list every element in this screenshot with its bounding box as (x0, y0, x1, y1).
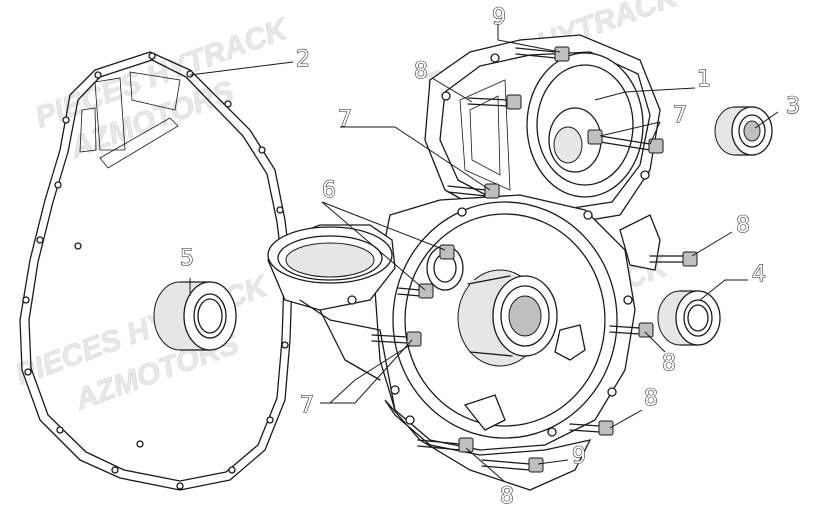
bolt-8-top (467, 94, 522, 110)
callout-8-bottom: 8 (500, 484, 514, 509)
bolt-7-left (371, 331, 422, 347)
callout-8-top: 8 (414, 59, 428, 84)
callouts: 1 2 3 4 5 6 7 7 7 8 8 8 8 8 9 9 (179, 4, 800, 509)
callout-3: 3 (786, 94, 800, 119)
callout-7-top: 7 (338, 107, 352, 132)
bolt-7-upper-right (587, 129, 664, 154)
callout-6: 6 (322, 178, 336, 203)
callout-8-right-low: 8 (644, 386, 658, 411)
callout-9-top: 9 (492, 5, 506, 30)
callout-2: 2 (296, 47, 310, 72)
bolt-9-top (515, 46, 570, 62)
bolt-8-right-low (569, 420, 614, 436)
bolt-8-bottom (417, 437, 474, 453)
callout-5: 5 (180, 246, 194, 271)
callout-8-right-upper: 8 (736, 213, 750, 238)
callout-7-right: 7 (673, 103, 687, 128)
bolt-8-right-mid (609, 322, 654, 338)
callout-9-bottom: 9 (572, 444, 586, 469)
bearing-part-3 (714, 106, 773, 156)
bolts (371, 46, 698, 473)
callout-4: 4 (752, 262, 766, 287)
gasket-part (19, 51, 293, 491)
seal-part-4 (657, 290, 721, 346)
callout-8-right-mid: 8 (662, 351, 676, 376)
leader-lines (189, 24, 779, 483)
callout-7-left: 7 (300, 393, 314, 418)
callout-1: 1 (697, 67, 711, 92)
bolt-9-bottom (481, 457, 544, 473)
bolt-7-upper-left (447, 183, 500, 199)
seal-part-5 (153, 281, 237, 351)
